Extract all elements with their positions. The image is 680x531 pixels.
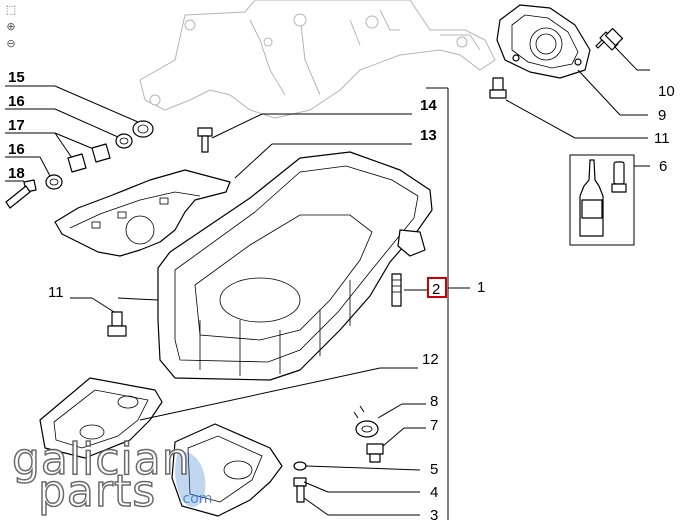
callout-3[interactable]: 3 bbox=[430, 507, 438, 524]
ring-part-16-upper bbox=[5, 108, 133, 149]
callout-8[interactable]: 8 bbox=[430, 393, 438, 410]
bolt-part-11-left bbox=[70, 297, 127, 337]
callout-9[interactable]: 9 bbox=[658, 107, 666, 124]
watermark-suffix: .com bbox=[178, 491, 212, 507]
watermark-logo: galician parts .com bbox=[11, 433, 212, 518]
washer-part-5 bbox=[293, 461, 421, 471]
callout-10[interactable]: 10 bbox=[658, 83, 675, 100]
sealant-kit-part bbox=[569, 154, 650, 246]
callout-13[interactable]: 13 bbox=[420, 127, 437, 144]
callout-16-lower[interactable]: 16 bbox=[8, 141, 25, 158]
plug-part-11-top bbox=[489, 77, 648, 139]
callout-11-left[interactable]: 11 bbox=[48, 284, 64, 301]
stud-part-2 bbox=[391, 273, 428, 307]
drain-plug-part-7 bbox=[366, 427, 426, 463]
leader-13 bbox=[234, 143, 273, 179]
spacer-part-17 bbox=[5, 132, 111, 173]
callout-4[interactable]: 4 bbox=[430, 484, 438, 501]
callout-16-upper[interactable]: 16 bbox=[8, 93, 25, 110]
bolt-part-10 bbox=[577, 27, 650, 116]
callout-labels: 15 16 17 16 18 14 13 10 9 11 6 2 1 11 12… bbox=[8, 69, 675, 524]
zoom-toolbar: ⬚ ⊕ ⊖ bbox=[3, 3, 25, 54]
callout-17[interactable]: 17 bbox=[8, 117, 25, 134]
ring-part-16-lower bbox=[5, 156, 63, 190]
callout-7[interactable]: 7 bbox=[430, 417, 438, 434]
watermark-line2: parts bbox=[38, 466, 156, 517]
callout-15[interactable]: 15 bbox=[8, 69, 25, 86]
selection-icon[interactable]: ⬚ bbox=[5, 3, 17, 16]
zoom-in-icon[interactable]: ⊕ bbox=[6, 20, 16, 33]
bolt-part-14 bbox=[197, 113, 412, 153]
callout-frame bbox=[117, 87, 470, 520]
callout-1[interactable]: 1 bbox=[477, 279, 485, 296]
bolt-part-18 bbox=[5, 179, 37, 209]
oil-sump-part bbox=[157, 151, 433, 381]
callout-6[interactable]: 6 bbox=[659, 158, 667, 175]
washer-part-8 bbox=[353, 403, 426, 438]
callout-14[interactable]: 14 bbox=[420, 97, 437, 114]
watermark-line1: galician bbox=[12, 434, 191, 485]
callout-5[interactable]: 5 bbox=[430, 461, 438, 478]
bolt-part-3-4 bbox=[293, 477, 420, 516]
baffle-plate-part bbox=[54, 169, 231, 257]
callout-2[interactable]: 2 bbox=[432, 281, 440, 298]
callout-18[interactable]: 18 bbox=[8, 165, 25, 182]
callout-12[interactable]: 12 bbox=[422, 351, 439, 368]
callout-11-top[interactable]: 11 bbox=[654, 130, 670, 147]
callout-2-highlight[interactable] bbox=[427, 277, 447, 298]
washer-part-15 bbox=[5, 85, 154, 138]
engine-block-outline bbox=[139, 0, 496, 119]
zoom-out-icon[interactable]: ⊖ bbox=[6, 37, 16, 50]
gasket-part-12 bbox=[39, 367, 418, 459]
lower-tray-part bbox=[171, 423, 283, 517]
rear-cover-part bbox=[496, 4, 591, 79]
